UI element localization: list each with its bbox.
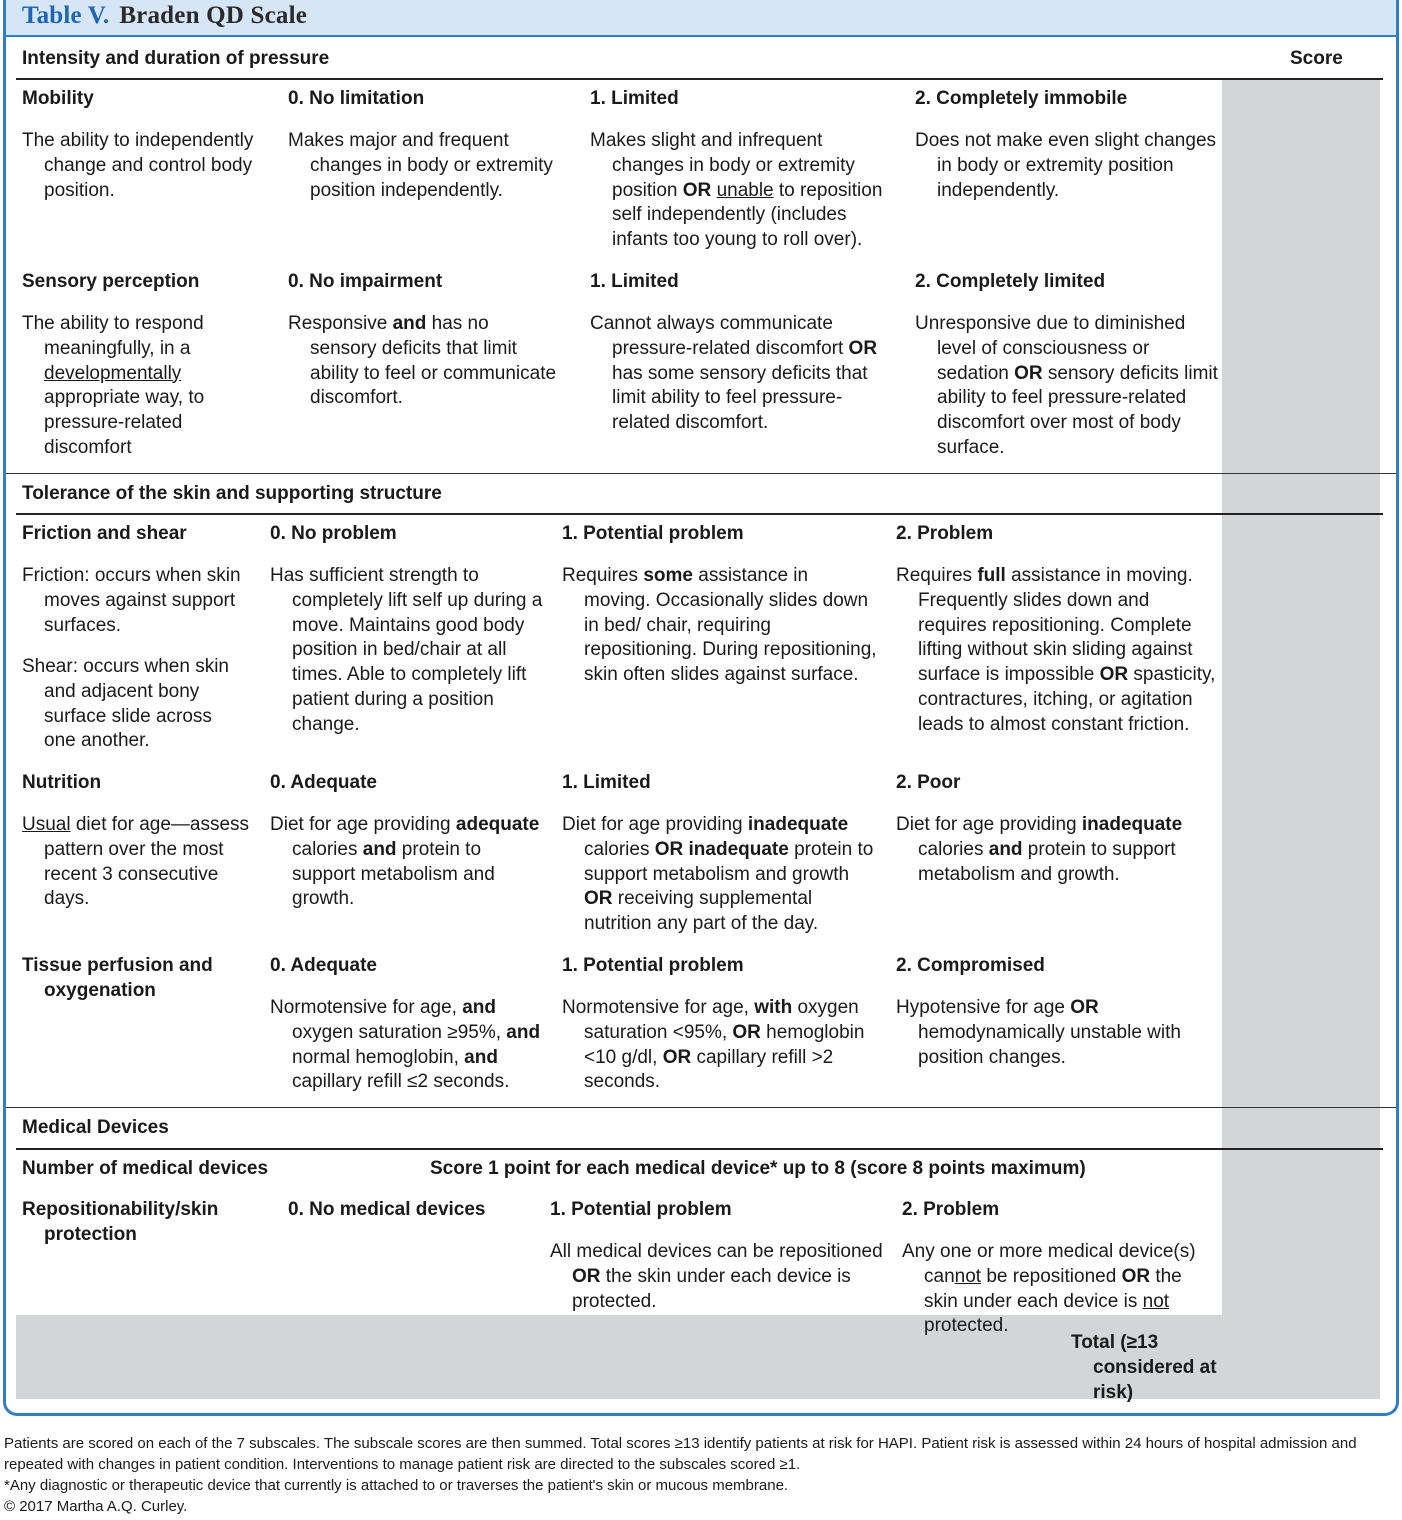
option-title: 0. No problem bbox=[270, 523, 397, 544]
option-title: 2. Completely limited bbox=[915, 271, 1106, 292]
option-text: Requires full assistance in moving. Freq… bbox=[896, 565, 1216, 735]
option-text: Normotensive for age, and oxygen saturat… bbox=[270, 997, 541, 1093]
option-title: 2. Compromised bbox=[896, 955, 1045, 976]
section-rule bbox=[16, 1148, 1383, 1150]
subscale-description: The ability to respond meaningfully, in … bbox=[22, 313, 205, 458]
option-text: Diet for age providing inadequate calori… bbox=[896, 814, 1183, 885]
footnote-scoring: Patients are scored on each of the 7 sub… bbox=[4, 1435, 1357, 1473]
option-title: 1. Potential problem bbox=[550, 1199, 732, 1220]
option-text: Requires some assistance in moving. Occa… bbox=[562, 565, 877, 686]
subscale-description: The ability to independently change and … bbox=[22, 130, 254, 201]
section-heading: Medical Devices bbox=[22, 1117, 169, 1138]
option-title: 0. No limitation bbox=[288, 88, 425, 109]
subscale-name: Friction and shear bbox=[22, 523, 187, 544]
subscale-name: Repositionability/skin protection bbox=[22, 1199, 219, 1245]
section-rule bbox=[16, 513, 1383, 515]
subscale-name: Nutrition bbox=[22, 772, 102, 793]
option-text: Responsive and has no sensory deficits t… bbox=[288, 313, 557, 409]
table-title-bar: Table V. Braden QD Scale bbox=[6, 0, 1396, 37]
option-text: Diet for age providing adequate calories… bbox=[270, 814, 540, 910]
option-title: 0. Adequate bbox=[270, 955, 377, 976]
option-text: Makes major and frequent changes in body… bbox=[288, 130, 553, 201]
subscale-description: Friction: occurs when skin moves against… bbox=[22, 565, 241, 636]
subscale-name: Number of medical devices bbox=[22, 1158, 269, 1179]
table-name: Braden QD Scale bbox=[119, 2, 308, 29]
subscale-description: Shear: occurs when skin and adjacent bon… bbox=[22, 656, 229, 752]
option-title: 0. No impairment bbox=[288, 271, 443, 292]
footnote-copyright: © 2017 Martha A.Q. Curley. bbox=[4, 1498, 188, 1515]
table-title: Table V. Braden QD Scale bbox=[22, 2, 307, 30]
option-title: 0. Adequate bbox=[270, 772, 377, 793]
subscale-name: Tissue perfusion and oxygenation bbox=[22, 955, 213, 1001]
option-title: 1. Potential problem bbox=[562, 523, 744, 544]
section-heading: Intensity and duration of pressure bbox=[22, 48, 330, 69]
option-text: Any one or more medical device(s) cannot… bbox=[902, 1241, 1196, 1337]
option-title: 1. Limited bbox=[590, 88, 679, 109]
score-column bbox=[1222, 79, 1380, 1315]
option-text: Has sufficient strength to completely li… bbox=[270, 565, 543, 735]
table-frame: Table V. Braden QD Scale bbox=[3, 0, 1399, 1416]
device-score-note: Score 1 point for each medical device* u… bbox=[430, 1158, 1086, 1179]
table-label: Table V. bbox=[22, 2, 110, 29]
option-title: 2. Problem bbox=[896, 523, 994, 544]
option-title: 0. No medical devices bbox=[288, 1199, 486, 1220]
option-text: All medical devices can be repositioned … bbox=[550, 1241, 883, 1312]
option-title: 1. Limited bbox=[562, 772, 651, 793]
subscale-name: Sensory perception bbox=[22, 271, 200, 292]
score-header: Score bbox=[1290, 48, 1343, 69]
option-title: 2. Completely immobile bbox=[915, 88, 1128, 109]
option-text: Makes slight and infrequent changes in b… bbox=[590, 130, 883, 251]
subscale-description: Usual diet for age—assess pattern over t… bbox=[22, 814, 250, 910]
option-text: Hypotensive for age OR hemodynamically u… bbox=[896, 997, 1181, 1068]
option-text: Diet for age providing inadequate calori… bbox=[562, 814, 874, 935]
total-label: Total (≥13 considered at risk) bbox=[1071, 1332, 1217, 1403]
option-title: 1. Limited bbox=[590, 271, 679, 292]
section-divider bbox=[6, 1107, 1396, 1108]
section-divider bbox=[6, 473, 1396, 474]
option-text: Cannot always communicate pressure-relat… bbox=[590, 313, 878, 434]
footnote-device-definition: *Any diagnostic or therapeutic device th… bbox=[4, 1477, 789, 1494]
section-rule bbox=[16, 78, 1383, 80]
option-text: Does not make even slight changes in bod… bbox=[915, 130, 1217, 201]
option-text: Unresponsive due to diminished level of … bbox=[915, 313, 1218, 458]
total-band bbox=[16, 1315, 1380, 1399]
option-title: 2. Problem bbox=[902, 1199, 1000, 1220]
option-title: 1. Potential problem bbox=[562, 955, 744, 976]
option-text: Normotensive for age, with oxygen satura… bbox=[562, 997, 865, 1093]
option-title: 2. Poor bbox=[896, 772, 961, 793]
section-heading: Tolerance of the skin and supporting str… bbox=[22, 483, 442, 504]
subscale-name: Mobility bbox=[22, 88, 94, 109]
